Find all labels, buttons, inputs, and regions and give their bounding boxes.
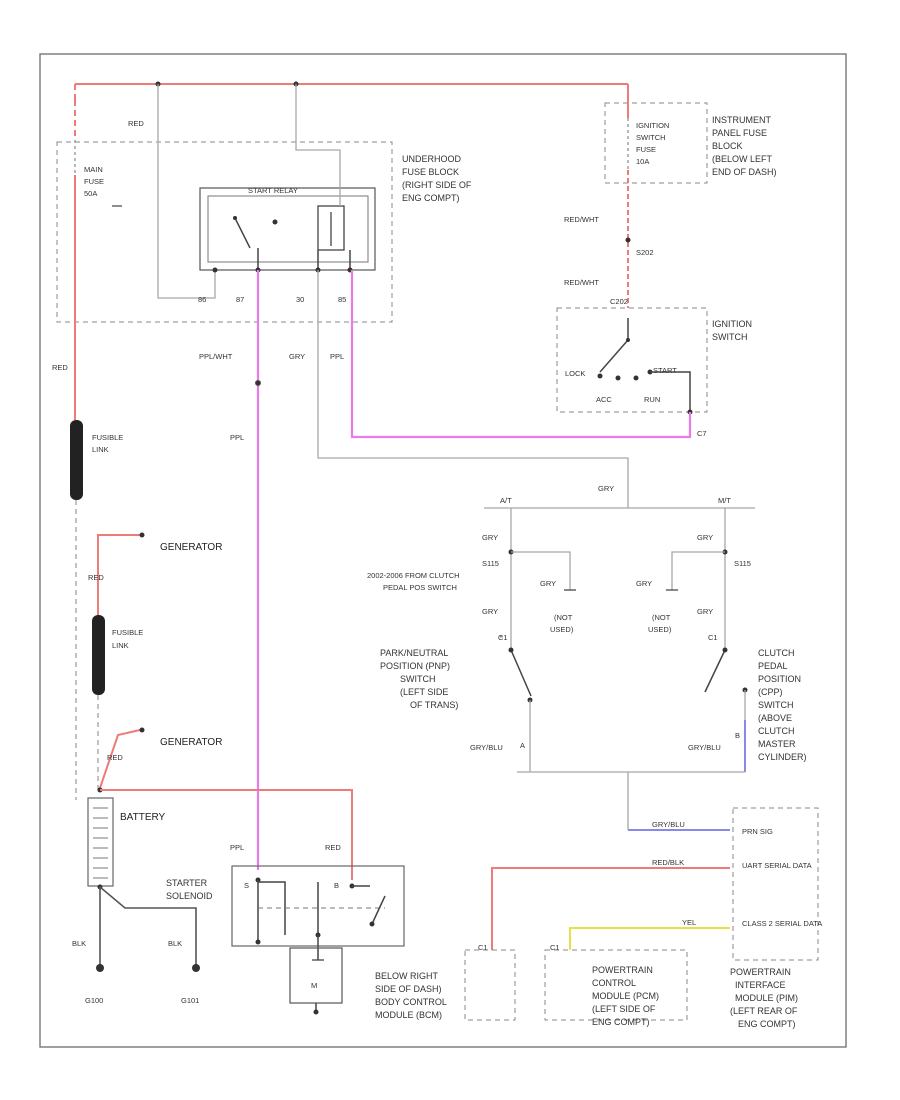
- relay-pin-30: 30: [296, 295, 304, 304]
- wire-color-gry-blu: GRY/BLU: [652, 820, 685, 829]
- relay-pin-87: 87: [236, 295, 244, 304]
- start-relay: START RELAY 86 87 30 85: [198, 84, 376, 304]
- cpp-switch-label: CLUTCH PEDAL POSITION (CPP) SWITCH (ABOV…: [758, 648, 807, 762]
- pnp-branch: GRY S115 2002-2006 FROM CLUTCH PEDAL POS…: [367, 508, 576, 772]
- svg-text:GRY: GRY: [697, 533, 713, 542]
- svg-text:C1: C1: [708, 633, 718, 642]
- underhood-fuse-block-label: UNDERHOOD FUSE BLOCK (RIGHT SIDE OF ENG …: [402, 154, 474, 203]
- wire-color-ppl: PPL: [230, 843, 244, 852]
- wire-color-red: RED: [128, 119, 144, 128]
- svg-text:GRY: GRY: [482, 533, 498, 542]
- wire-color-gry: GRY: [289, 352, 305, 361]
- pcm-label: POWERTRAIN CONTROL MODULE (PCM) (LEFT SI…: [592, 965, 662, 1027]
- battery-label: BATTERY: [120, 812, 166, 823]
- ignition-switch-box: [556, 307, 708, 413]
- wire-color-red-blk: RED/BLK: [652, 858, 684, 867]
- pcm-module: [544, 949, 688, 1021]
- option-mt: M/T: [718, 496, 731, 505]
- ignition-switch-output: C7: [697, 429, 707, 438]
- instrument-panel-fuse-block-label: INSTRUMENT PANEL FUSE BLOCK (BELOW LEFT …: [712, 115, 777, 177]
- motor-symbol: M: [311, 981, 317, 990]
- cpp-branch: GRY S115 GRY (NOT USED) GRY C1 B GRY/BLU…: [636, 508, 807, 772]
- svg-text:S115: S115: [482, 559, 499, 568]
- svg-text:GRY: GRY: [540, 579, 556, 588]
- svg-text:MAIN FUSE 50A: MAIN FUSE 50A: [84, 165, 106, 198]
- wire-color-red: RED: [325, 843, 341, 852]
- svg-text:BLK: BLK: [168, 939, 182, 948]
- wire-color-red-wht: RED/WHT: [564, 215, 599, 224]
- fusible-link-2: FUSIBLE LINK: [92, 615, 145, 695]
- relay-pin-85: 85: [338, 295, 346, 304]
- splice-s202: S202: [636, 248, 654, 257]
- svg-text:FUSIBLE LINK: FUSIBLE LINK: [92, 433, 125, 454]
- wire-color-red: RED: [52, 363, 68, 372]
- ignition-switch-connector: C202: [610, 297, 628, 306]
- pim-label: POWERTRAIN INTERFACE MODULE (PIM) (LEFT …: [730, 967, 801, 1029]
- bcm-module: [464, 949, 516, 1021]
- relay-pin-86: 86: [198, 295, 206, 304]
- generator-label: GENERATOR: [160, 542, 222, 553]
- svg-text:A: A: [520, 741, 525, 750]
- pim-pin-prn: PRN SIG: [742, 827, 773, 836]
- svg-text:S115: S115: [734, 559, 751, 568]
- starter-solenoid: STARTER SOLENOID S B PPL: [166, 843, 405, 947]
- instrument-panel-fuse-block: [604, 102, 708, 184]
- svg-text:C1: C1: [550, 943, 560, 952]
- ground-g100: G100: [85, 996, 103, 1005]
- wire-color-yel: YEL: [682, 918, 696, 927]
- wire-color-red-wht: RED/WHT: [564, 278, 599, 287]
- svg-text:STARTER SOLENOID: STARTER SOLENOID: [166, 878, 213, 901]
- svg-text:RED: RED: [107, 753, 123, 762]
- pim-pin-uart: UART SERIAL DATA: [742, 861, 812, 870]
- svg-text:B: B: [735, 731, 740, 740]
- svg-text:S: S: [244, 881, 249, 890]
- svg-text:FUSIBLE LINK: FUSIBLE LINK: [112, 628, 145, 650]
- ign-position-acc: ACC: [596, 395, 612, 404]
- pim-module: [732, 807, 819, 961]
- pnp-switch-label: PARK/NEUTRAL POSITION (PNP) SWITCH (LEFT…: [380, 648, 458, 710]
- generator-1-feed: GENERATOR RED: [88, 532, 222, 615]
- ignition-fuse: IGNITION SWITCH FUSE 10A: [625, 100, 671, 308]
- pim-pin-class2: CLASS 2 SERIAL DATA: [742, 919, 822, 928]
- wire-color-gry: GRY: [598, 484, 614, 493]
- ignition-switch-label: IGNITION SWITCH: [712, 319, 755, 342]
- ign-position-run: RUN: [644, 395, 660, 404]
- svg-text:RED: RED: [88, 573, 104, 582]
- diagram-frame: [39, 53, 847, 1048]
- svg-text:(NOT USED): (NOT USED): [550, 613, 574, 634]
- svg-text:GRY/BLU: GRY/BLU: [688, 743, 721, 752]
- underhood-fuse-block: [56, 141, 393, 323]
- main-fuse: MAIN FUSE 50A: [74, 100, 122, 420]
- svg-text:C1: C1: [478, 943, 488, 952]
- clutch-note: 2002-2006 FROM CLUTCH PEDAL POS SWITCH: [367, 571, 462, 592]
- ign-position-lock: LOCK: [565, 369, 585, 378]
- start-relay-label: START RELAY: [248, 186, 298, 195]
- svg-text:BLK: BLK: [72, 939, 86, 948]
- svg-text:GRY: GRY: [636, 579, 652, 588]
- bcm-label: BELOW RIGHT SIDE OF DASH) BODY CONTROL M…: [375, 971, 449, 1020]
- wire-color-ppl: PPL: [330, 352, 344, 361]
- battery: BATTERY: [87, 787, 166, 890]
- svg-text:(NOT USED): (NOT USED): [648, 613, 672, 634]
- svg-text:GRY: GRY: [697, 607, 713, 616]
- svg-text:IGNITION SWITCH FU: IGNITION SWITCH FUSE 10A: [636, 121, 671, 166]
- ground-g101: G101: [181, 996, 199, 1005]
- svg-text:GRY/BLU: GRY/BLU: [470, 743, 503, 752]
- fusible-link-1: FUSIBLE LINK: [70, 420, 125, 500]
- svg-text:GRY: GRY: [482, 607, 498, 616]
- top-fuse-bus: [74, 81, 629, 100]
- wire-color-ppl-wht: PPL/WHT: [199, 352, 233, 361]
- generator-label: GENERATOR: [160, 737, 222, 748]
- wire-color-ppl: PPL: [230, 433, 244, 442]
- svg-text:C1: C1: [498, 633, 508, 642]
- generator-2-feed: GENERATOR RED: [99, 727, 222, 789]
- svg-text:B: B: [334, 881, 339, 890]
- ign-position-start: START: [653, 366, 677, 375]
- ignition-switch-contacts: LOCK START ACC RUN: [565, 318, 693, 415]
- starter-motor: M: [289, 935, 343, 1015]
- option-at: A/T: [500, 496, 512, 505]
